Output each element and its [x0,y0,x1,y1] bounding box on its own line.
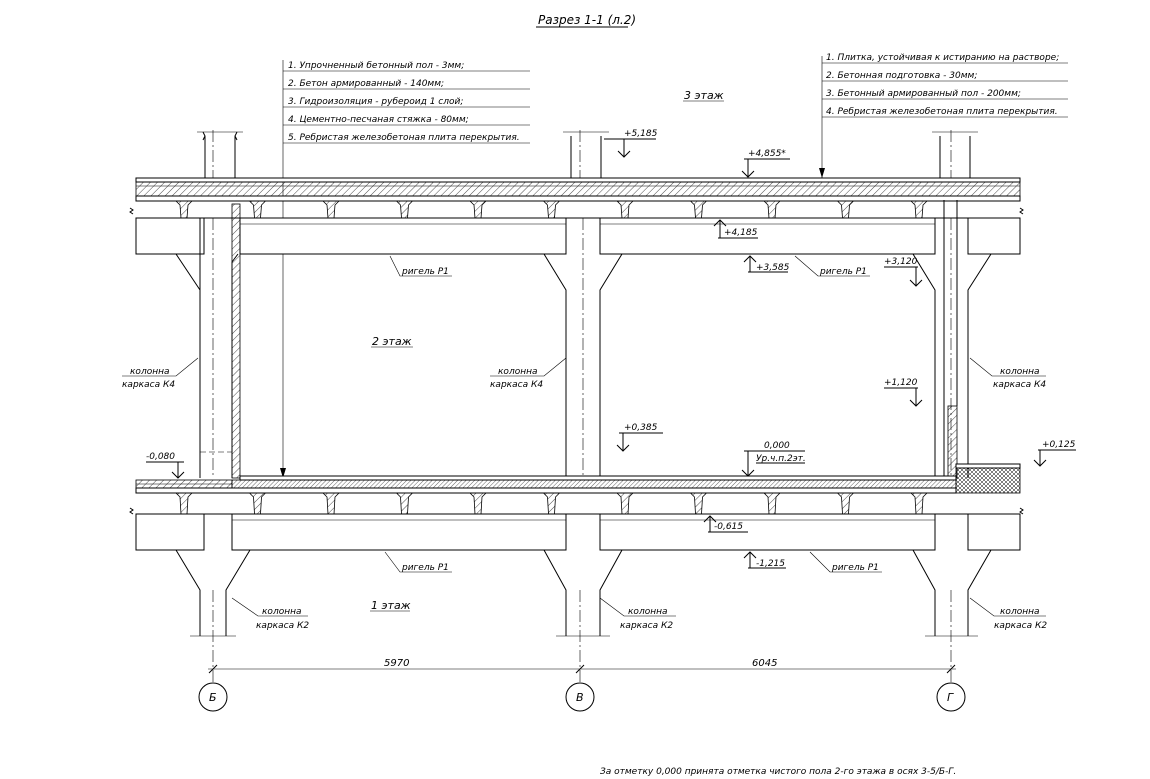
left-legend-item-5: 5. Ребристая железобетоная плита перекры… [288,133,520,143]
slab-rib [322,492,340,515]
axis-g-label: Г [947,691,954,704]
floor-1-label: 1 этаж [371,599,411,612]
lower-beams [135,513,1021,551]
upper-column-stubs [197,130,978,178]
beam-label-lower-right: ригель Р1 [831,563,879,573]
left-legend-item-3: 3. Гидроизоляция - рубероид 1 слой; [288,97,463,107]
slab-rib [616,200,634,219]
axis-v-label: В [576,691,584,704]
slab-rib [396,492,413,515]
slab-rib [690,200,707,219]
right-legend-item-3: 3. Бетонный армированный пол - 200мм; [826,89,1021,99]
col-k4-left-line2: каркаса К4 [122,380,175,390]
floor2-slab [129,463,1024,515]
beam-labels: ригель Р1 ригель Р1 ригель Р1 ригель Р1 [384,255,882,573]
level-3585: +3,585 [756,263,790,273]
columns-k4 [175,218,992,478]
slab-rib [249,200,266,219]
floor-2-label: 2 этаж [372,335,412,348]
level-0125: +0,125 [1042,440,1076,450]
level-m0080: -0,080 [146,452,175,462]
right-legend-item-1: 1. Плитка, устойчивая к истиранию на рас… [826,53,1059,63]
slab-rib [249,492,266,515]
right-legend-item-2: 2. Бетонная подготовка - 30мм; [826,71,977,81]
slab-rib [469,200,487,219]
slab-rib [910,492,928,515]
drawing-title: Разрез 1-1 (л.2) [538,13,636,27]
footnote: За отметку 0,000 принята отметка чистого… [600,767,956,777]
slab-rib [763,200,781,219]
slab-rib [690,492,707,515]
beam-label-upper-right: ригель Р1 [819,267,867,277]
axis-b-marker [198,682,228,712]
col-k4-mid-line2: каркаса К4 [490,380,543,390]
col-k2-mid-line1: колонна [628,607,668,617]
slab-rib [543,492,560,515]
upper-beams [135,217,1021,255]
level-1120: +1,120 [884,378,918,388]
slab-rib [175,200,193,219]
level-m0615: -0,615 [714,522,743,532]
slab-rib [910,200,928,219]
left-legend: 1. Упрочненный бетонный пол - 3мм; 2. Бе… [280,60,530,478]
slab-rib [396,200,413,219]
floor2-slab-ribs [175,492,928,515]
columns-k2 [175,549,992,637]
col-k4-right-line2: каркаса К4 [993,380,1046,390]
left-legend-item-1: 1. Упрочненный бетонный пол - 3мм; [288,61,464,71]
col-k2-left-line1: колонна [262,607,302,617]
right-legend-item-4: 4. Ребристая железобетоная плита перекры… [826,107,1058,117]
col-k2-mid-line2: каркаса К2 [620,621,673,631]
col-k2-right-line1: колонна [1000,607,1040,617]
span-1-dimension: 5970 [384,658,409,669]
slab-rib [837,492,854,515]
slab-rib [616,492,634,515]
level-0385: +0,385 [624,423,658,433]
level-marks: +5,185 +4,855* +4,185 +3,585 +3,120 +1,1… [146,129,1076,569]
level-0000: 0,000 [764,441,790,451]
slab-rib [837,200,854,219]
right-legend-arrow [819,168,825,178]
col-k4-mid-line1: колонна [498,367,538,377]
left-legend-item-4: 4. Цементно-песчаная стяжка - 80мм; [288,115,469,125]
axis-g-marker [936,682,966,712]
slab-rib [763,492,781,515]
axis-b-label: Б [209,691,217,704]
axis-system: 5970 6045 Б В Г [198,590,966,712]
slab-rib [469,492,487,515]
upper-slab-ribs [175,200,928,219]
level-m1215: -1,215 [756,559,785,569]
slab-rib [543,200,560,219]
level-4185: +4,185 [724,228,758,238]
level-3120: +3,120 [884,257,918,267]
slab-rib [175,492,193,515]
col-k4-left-line1: колонна [130,367,170,377]
col-k4-right-line1: колонна [1000,367,1040,377]
beam-label-lower-left: ригель Р1 [401,563,449,573]
axis-v-marker [565,682,595,712]
upper-slab [129,177,1024,219]
col-k2-left-line2: каркаса К2 [256,621,309,631]
level-5185: +5,185 [624,129,658,139]
left-legend-item-2: 2. Бетон армированный - 140мм; [288,79,444,89]
left-wall [231,203,241,479]
right-legend: 1. Плитка, устойчивая к истиранию на рас… [819,53,1068,178]
col-k2-right-line2: каркаса К2 [994,621,1047,631]
slab-rib [322,200,340,219]
left-legend-arrow [280,468,286,478]
floor-3-label: 3 этаж [684,89,724,102]
beam-label-upper-left: ригель Р1 [401,267,449,277]
level-4855: +4,855* [748,149,786,159]
span-2-dimension: 6045 [752,658,777,669]
level-0000-note: Ур.ч.п.2эт. [756,454,806,464]
column-labels: колонна каркаса К4 колонна каркаса К4 ко… [122,357,1047,631]
